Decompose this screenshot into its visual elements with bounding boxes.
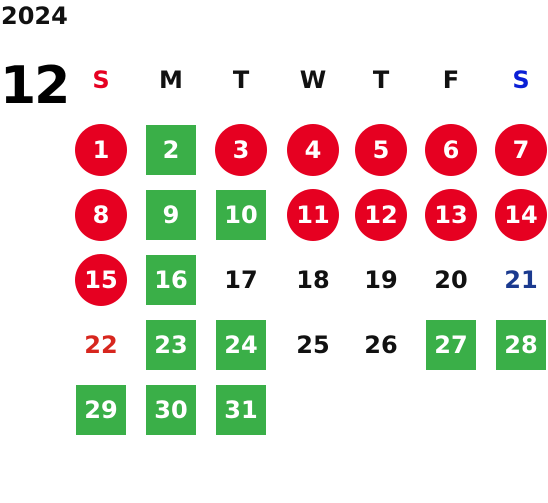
year-label: 2024	[1, 2, 68, 30]
day-cell-6: 6	[425, 124, 477, 176]
day-cell-3: 3	[215, 124, 267, 176]
day-cell-11: 11	[287, 189, 339, 241]
day-cell-30: 30	[146, 385, 196, 435]
day-cell-14: 14	[495, 189, 547, 241]
day-cell-22: 22	[84, 331, 118, 359]
weekday-header-sat: S	[512, 66, 530, 94]
day-cell-16: 16	[146, 255, 196, 305]
day-cell-24: 24	[216, 320, 266, 370]
day-cell-1: 1	[75, 124, 127, 176]
day-cell-10: 10	[216, 190, 266, 240]
day-cell-7: 7	[495, 124, 547, 176]
day-cell-21: 21	[504, 266, 538, 294]
month-number: 12	[0, 56, 70, 116]
day-cell-17: 17	[224, 266, 258, 294]
weekday-header-fri: F	[442, 66, 460, 94]
day-cell-26: 26	[364, 331, 398, 359]
day-cell-2: 2	[146, 125, 196, 175]
day-cell-9: 9	[146, 190, 196, 240]
weekday-header-mon: M	[159, 66, 183, 94]
weekday-header-wed: W	[299, 66, 327, 94]
day-cell-31: 31	[216, 385, 266, 435]
day-cell-12: 12	[355, 189, 407, 241]
weekday-header-tue: T	[232, 66, 250, 94]
weekday-header-thu: T	[372, 66, 390, 94]
weekday-header-sun: S	[92, 66, 110, 94]
day-cell-15: 15	[75, 254, 127, 306]
day-cell-29: 29	[76, 385, 126, 435]
day-cell-19: 19	[364, 266, 398, 294]
day-cell-5: 5	[355, 124, 407, 176]
day-cell-4: 4	[287, 124, 339, 176]
day-cell-25: 25	[296, 331, 330, 359]
day-cell-8: 8	[75, 189, 127, 241]
day-cell-20: 20	[434, 266, 468, 294]
day-cell-13: 13	[425, 189, 477, 241]
day-cell-23: 23	[146, 320, 196, 370]
day-cell-27: 27	[426, 320, 476, 370]
day-cell-18: 18	[296, 266, 330, 294]
day-cell-28: 28	[496, 320, 546, 370]
